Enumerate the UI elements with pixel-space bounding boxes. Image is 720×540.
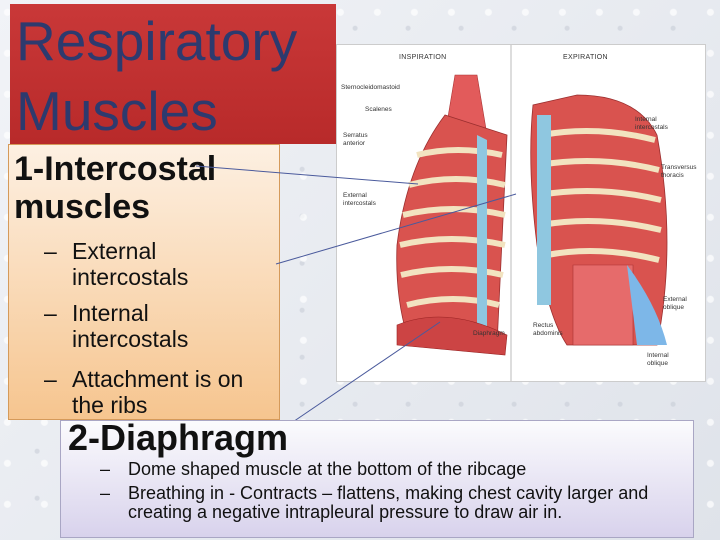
- bullet-dash: –: [44, 366, 57, 392]
- header-expiration: EXPIRATION: [563, 54, 608, 61]
- bullet-dome-shaped: – Dome shaped muscle at the bottom of th…: [100, 460, 668, 479]
- intercostal-heading-text: 1-Intercostal muscles: [14, 150, 217, 226]
- anatomy-illustration: INSPIRATION EXPIRATION: [341, 45, 697, 381]
- label-external-intercostals-2: intercostals: [343, 200, 377, 207]
- bullet-text: Dome shaped muscle at the bottom of the …: [128, 459, 527, 479]
- bullet-dash: –: [44, 300, 57, 326]
- bullet-text: Internal intercostals: [72, 300, 189, 352]
- label-serratus-anterior-2: anterior: [343, 140, 366, 147]
- label-transversus-thoracis-1: Transversus: [661, 164, 697, 171]
- label-scalenes: Scalenes: [365, 106, 392, 113]
- bullet-internal-intercostals: – Internal intercostals: [44, 300, 244, 352]
- bullet-text: Breathing in - Contracts – flattens, mak…: [128, 483, 649, 522]
- bullet-attachment: – Attachment is on the ribs: [44, 366, 274, 418]
- label-sternocleidomastoid: Sternocleidomastoid: [341, 84, 400, 91]
- bullet-dash: –: [44, 238, 57, 264]
- ribcage-inspiration: [396, 74, 508, 356]
- label-external-oblique-1: External: [663, 296, 687, 303]
- bullet-text: Attachment is on the ribs: [72, 366, 244, 418]
- label-internal-intercostals-2: intercostals: [635, 124, 669, 131]
- ribcage-expiration: [530, 94, 668, 346]
- label-external-intercostals-1: External: [343, 192, 367, 199]
- bullet-breathing-in: – Breathing in - Contracts – flattens, m…: [100, 484, 668, 522]
- bullet-text: External intercostals: [72, 238, 189, 290]
- label-internal-oblique-1: Internal: [647, 352, 669, 359]
- label-serratus-anterior-1: Serratus: [343, 132, 368, 139]
- bullet-external-intercostals: – External intercostals: [44, 238, 244, 290]
- header-inspiration: INSPIRATION: [399, 54, 447, 61]
- label-rectus-abdominis-1: Rectus: [533, 322, 554, 329]
- diaphragm-heading: 2-Diaphragm: [68, 417, 289, 458]
- label-external-oblique-2: oblique: [663, 304, 684, 311]
- bullet-dash: –: [100, 459, 111, 479]
- title-box: Respiratory Muscles: [10, 4, 336, 144]
- label-internal-oblique-2: oblique: [647, 360, 668, 367]
- intercostal-heading: 1-Intercostal muscles: [14, 150, 244, 226]
- respiratory-muscles-diagram: INSPIRATION EXPIRATION: [336, 44, 706, 382]
- label-internal-intercostals-1: Internal: [635, 116, 657, 123]
- intercostal-content-box: [8, 144, 280, 420]
- bullet-dash: –: [100, 483, 111, 503]
- label-rectus-abdominis-2: abdominis: [533, 330, 563, 337]
- label-diaphragm: Diaphragm: [473, 330, 505, 337]
- diaphragm-content-box: [60, 420, 694, 538]
- label-transversus-thoracis-2: thoracis: [661, 172, 685, 179]
- slide-title: Respiratory Muscles: [16, 10, 298, 142]
